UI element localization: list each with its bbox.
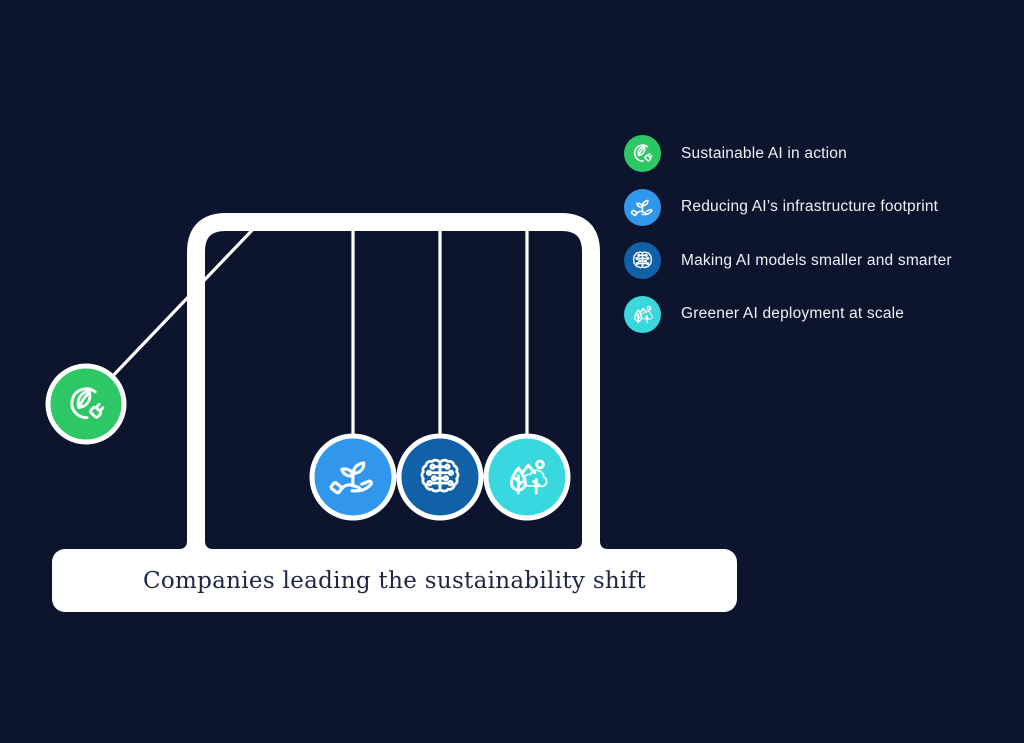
legend-item-models: Making AI models smaller and smarter — [624, 242, 952, 279]
ball-deployment — [483, 433, 571, 521]
leaf-plug-icon — [624, 135, 661, 172]
legend-item-sustainable-ai: Sustainable AI in action — [624, 135, 952, 172]
legend-label: Sustainable AI in action — [681, 144, 847, 162]
legend-label: Greener AI deployment at scale — [681, 305, 905, 322]
caption-text: Companies leading the sustainability shi… — [142, 567, 647, 594]
legend-label: Making AI models smaller and smarter — [681, 251, 952, 269]
ball-sustainable-ai — [45, 363, 127, 445]
legend-item-infrastructure: Reducing AI’s infrastructure footprint — [624, 188, 952, 226]
legend-label: Reducing AI’s infrastructure footprint — [681, 198, 939, 215]
hand-plant-icon — [624, 188, 661, 226]
ball-infrastructure — [309, 433, 397, 521]
cradle-frame — [187, 213, 600, 558]
legend-item-deployment: Greener AI deployment at scale — [624, 295, 952, 333]
brain-circuit-icon — [624, 242, 661, 279]
string-swung-ball — [84, 222, 260, 406]
cradle-base-bar — [52, 549, 737, 612]
ball-models — [396, 433, 484, 521]
trees-icon — [624, 295, 661, 333]
caption-bar: Companies leading the sustainability shi… — [52, 549, 737, 612]
leg-fillets — [179, 541, 608, 549]
legend: Sustainable AI in action Reducing AI’s i… — [624, 135, 952, 333]
